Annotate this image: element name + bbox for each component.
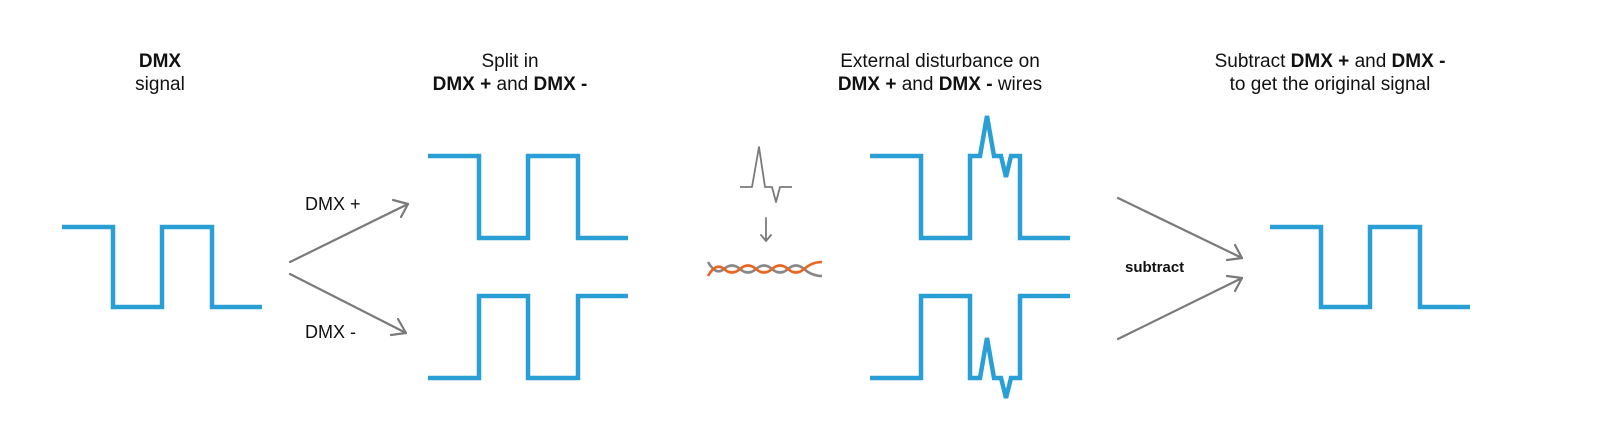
dmx-minus-waveform [428,293,628,381]
label-dmx-minus: DMX - [305,322,356,342]
caption-subtract-line1: Subtract DMX + and DMX - [1180,50,1480,73]
dist-wires: wires [997,74,1043,95]
sub-prefix: Subtract [1214,51,1286,72]
split-and: and [496,74,529,95]
label-dmx-plus: DMX + [305,194,361,214]
caption-dmx-bold: DMX [138,51,182,72]
caption-subtract: Subtract DMX + and DMX - to get the orig… [1180,50,1480,96]
dist-dmx1: DMX [837,74,881,95]
sub-dmx2: DMX [1391,51,1434,72]
caption-split: Split in DMX + and DMX - [390,50,630,96]
arrow-right-icon [1116,196,1244,262]
split-plus: + [480,74,492,95]
twisted-pair-icon [706,260,823,278]
caption-subtract-line2: to get the original signal [1229,74,1431,95]
sub-plus: + [1338,51,1350,72]
dist-minus: - [986,74,993,95]
sub-and: and [1354,51,1387,72]
split-dmx1: DMX [432,74,475,95]
dist-plus: + [885,74,897,95]
disturbance-pulse-icon [740,146,792,203]
sub-minus: - [1439,51,1446,72]
dmx-plus-disturbed-waveform [870,115,1070,241]
split-minus: - [581,74,588,95]
dist-and: and [901,74,934,95]
caption-disturbance: External disturbance on DMX + and DMX - … [800,50,1080,96]
down-arrow-icon [760,217,772,243]
arrow-right-icon [288,198,410,264]
split-dmx2: DMX [533,74,576,95]
caption-dmx-signal: DMX signal [110,50,210,96]
sub-dmx1: DMX [1290,51,1333,72]
dmx-original-waveform [62,224,262,310]
caption-split-line1: Split in [481,51,539,72]
dist-dmx2: DMX [938,74,981,95]
label-subtract: subtract [1125,259,1185,276]
caption-disturbance-line1: External disturbance on [840,51,1040,72]
dmx-reconstructed-waveform [1270,224,1470,310]
arrow-right-icon [288,272,408,337]
dmx-minus-disturbed-waveform [870,293,1070,399]
dmx-plus-waveform [428,153,628,241]
caption-signal: signal [135,74,185,95]
arrow-right-icon [1116,274,1244,341]
caption-disturbance-line2: DMX + and DMX - wires [800,73,1080,96]
caption-split-line2: DMX + and DMX - [390,73,630,96]
